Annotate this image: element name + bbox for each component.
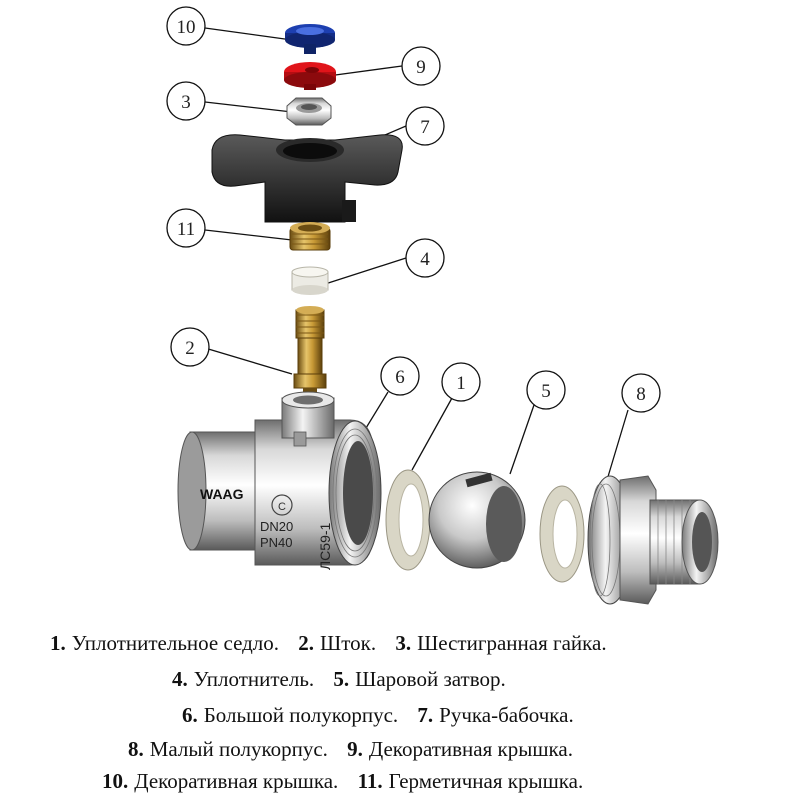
part-8-small-body [587, 475, 719, 605]
svg-text:11: 11 [177, 219, 195, 240]
svg-text:5: 5 [541, 381, 551, 402]
part-1-seat-ring [385, 469, 431, 571]
callout-4: 4 [405, 238, 445, 278]
callout-11: 11 [166, 208, 206, 248]
callout-2: 2 [170, 327, 210, 367]
svg-text:С: С [278, 501, 286, 513]
legend-item: 11.Герметичная крышка. [357, 769, 584, 793]
legend-item: 1.Уплотнительное седло. [50, 631, 280, 655]
part-5-ball [428, 471, 526, 569]
legend-item: 4.Уплотнитель. [172, 667, 315, 691]
svg-text:3: 3 [181, 92, 191, 113]
legend-item: 7.Ручка-бабочка. [417, 703, 574, 727]
certification-logo: С [271, 494, 293, 516]
part-7-butterfly-handle [211, 134, 403, 223]
callout-7: 7 [405, 106, 445, 146]
callout-5: 5 [526, 370, 566, 410]
legend-line-3: 6.Большой полукорпус. 7.Ручка-бабочка. [182, 700, 588, 730]
svg-text:8: 8 [636, 384, 646, 405]
callout-3: 3 [166, 81, 206, 121]
callout-9: 9 [401, 46, 441, 86]
legend-item: 6.Большой полукорпус. [182, 703, 399, 727]
legend-line-5: 10.Декоративная крышка. 11.Герметичная к… [102, 766, 597, 796]
legend-line-2: 4.Уплотнитель. 5.Шаровой затвор. [172, 664, 520, 694]
part-9-red-cap [284, 62, 336, 90]
svg-text:2: 2 [185, 338, 195, 359]
svg-text:6: 6 [395, 367, 405, 388]
part-11-brass-cap [289, 222, 331, 251]
part-3-hex-nut [286, 97, 332, 126]
part-2-stem [293, 306, 327, 396]
legend-item: 3.Шестигранная гайка. [395, 631, 607, 655]
callout-1: 1 [441, 362, 481, 402]
part-1-seat-ring-2 [539, 485, 585, 583]
svg-text:WAAG: WAAG [200, 486, 244, 502]
svg-text:9: 9 [416, 57, 426, 78]
callout-6: 6 [380, 356, 420, 396]
part-4-seal-ring [291, 266, 329, 295]
svg-text:10: 10 [177, 17, 196, 38]
callout-10: 10 [166, 6, 206, 46]
svg-text:7: 7 [420, 117, 430, 138]
legend-item: 5.Шаровой затвор. [333, 667, 506, 691]
legend-item: 10.Декоративная крышка. [102, 769, 339, 793]
legend-item: 2.Шток. [298, 631, 377, 655]
legend-line-4: 8.Малый полукорпус. 9.Декоративная крышк… [128, 734, 587, 764]
svg-text:ЛС59-1: ЛС59-1 [317, 522, 333, 570]
svg-text:1: 1 [456, 373, 466, 394]
exploded-valve-diagram: 10 9 3 7 11 4 2 6 1 5 8 [166, 6, 719, 605]
part-6-large-body: WAAG С DN20 PN40 ЛС59-1 [177, 391, 382, 570]
callout-8: 8 [621, 373, 661, 413]
legend-line-1: 1.Уплотнительное седло. 2.Шток. 3.Шестиг… [50, 628, 621, 658]
legend-item: 9.Декоративная крышка. [347, 737, 573, 761]
svg-text:4: 4 [420, 249, 430, 270]
part-10-blue-cap [285, 24, 335, 54]
svg-text:PN40: PN40 [260, 535, 293, 550]
svg-text:DN20: DN20 [260, 519, 293, 534]
legend-item: 8.Малый полукорпус. [128, 737, 328, 761]
